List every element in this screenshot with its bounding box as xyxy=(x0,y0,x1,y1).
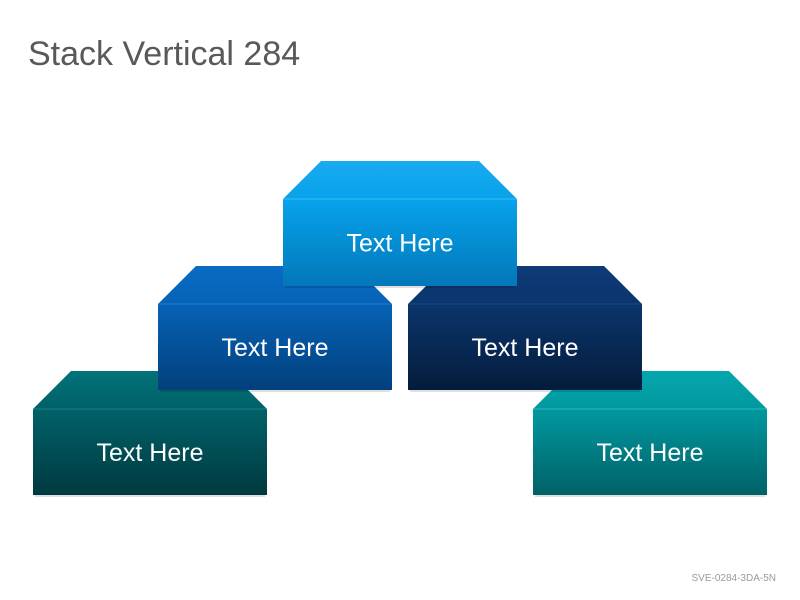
block-middle-left: Text Here xyxy=(158,266,392,392)
block-front-face xyxy=(283,199,517,286)
slide-title: Stack Vertical 284 xyxy=(28,35,301,73)
block-label[interactable]: Text Here xyxy=(222,334,329,362)
block-label[interactable]: Text Here xyxy=(597,439,704,467)
block-front-face xyxy=(33,409,267,495)
block-top: Text Here xyxy=(283,161,517,288)
block-label[interactable]: Text Here xyxy=(347,230,454,258)
block-middle-right: Text Here xyxy=(408,266,642,392)
block-front-face xyxy=(408,304,642,390)
block-label[interactable]: Text Here xyxy=(472,334,579,362)
slide-code: SVE-0284-3DA-5N xyxy=(691,573,776,584)
block-front-face xyxy=(158,304,392,390)
block-front-face xyxy=(533,409,767,495)
block-top-face xyxy=(283,161,517,199)
block-label[interactable]: Text Here xyxy=(97,439,204,467)
